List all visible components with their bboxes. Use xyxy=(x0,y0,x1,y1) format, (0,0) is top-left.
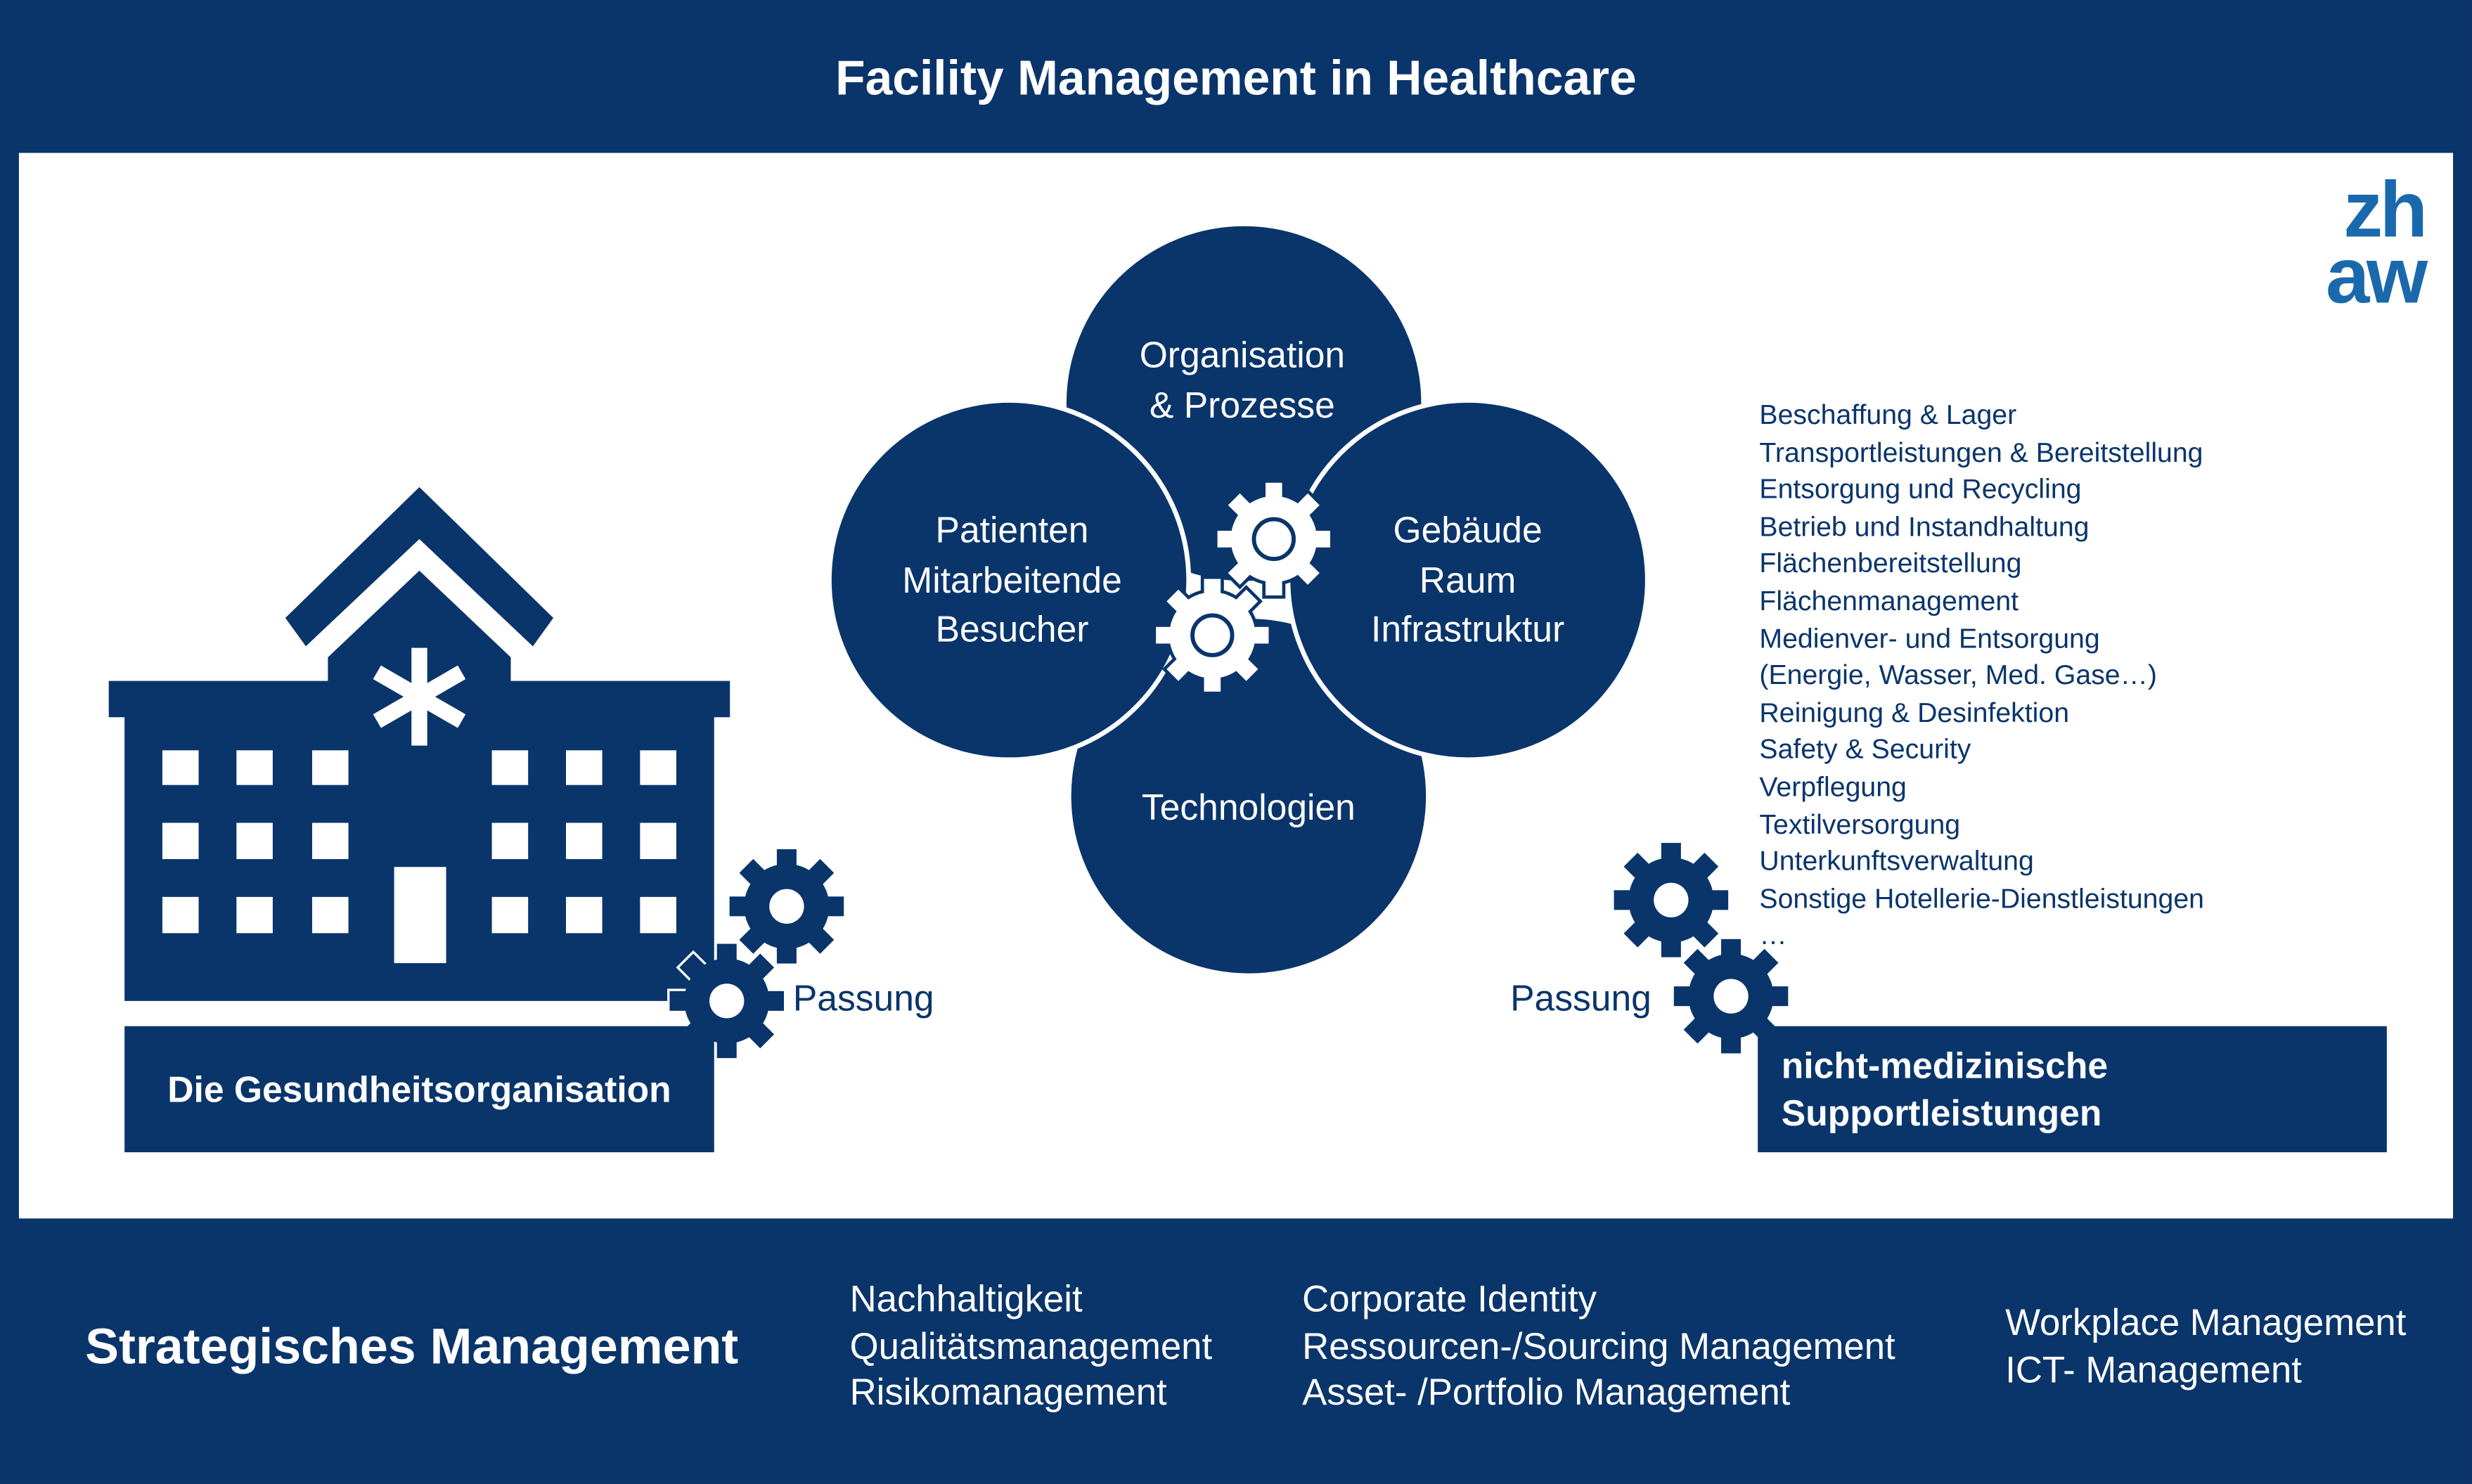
passung-left-label: Passung xyxy=(792,977,934,1019)
strategic-management-title: Strategisches Management xyxy=(85,1317,739,1375)
list-item: Entsorgung und Recycling xyxy=(1759,473,2082,505)
list-item: Textilversorgung xyxy=(1759,808,1961,840)
list-item: Flächenmanagement xyxy=(1759,584,2019,617)
list-item: Beschaffung & Lager xyxy=(1759,399,2017,431)
hospital-building-icon xyxy=(108,486,730,1001)
list-item: Safety & Security xyxy=(1759,733,1971,766)
list-item: (Energie, Wasser, Med. Gase…) xyxy=(1759,659,2157,691)
health-organisation-label: Die Gesundheitsorganisation xyxy=(124,1026,714,1153)
list-item: Unterkunftsverwaltung xyxy=(1759,845,2034,877)
list-item: … xyxy=(1759,919,1787,951)
list-item: Flächenbereitstellung xyxy=(1759,547,2022,579)
circle-people xyxy=(827,398,1192,763)
circle-organisation-label: Organisation& Prozesse xyxy=(1139,334,1346,425)
list-item: Transportleistungen & Bereitstellung xyxy=(1759,436,2203,468)
list-item: Sonstige Hotellerie-Dienstleistungen xyxy=(1759,882,2204,914)
list-item: Reinigung & Desinfektion xyxy=(1759,696,2070,728)
list-item: Betrieb und Instandhaltung xyxy=(1759,510,2090,542)
list-item: Medienver- und Entsorgung xyxy=(1759,621,2100,654)
circle-technologien-label: Technologien xyxy=(1141,786,1356,828)
passung-right-label: Passung xyxy=(1510,977,1652,1019)
services-list: Beschaffung & Lager Transportleistungen … xyxy=(1759,397,2204,955)
page-title: Facility Management in Healthcare xyxy=(835,50,1637,106)
list-item: Verpflegung xyxy=(1759,770,1907,803)
